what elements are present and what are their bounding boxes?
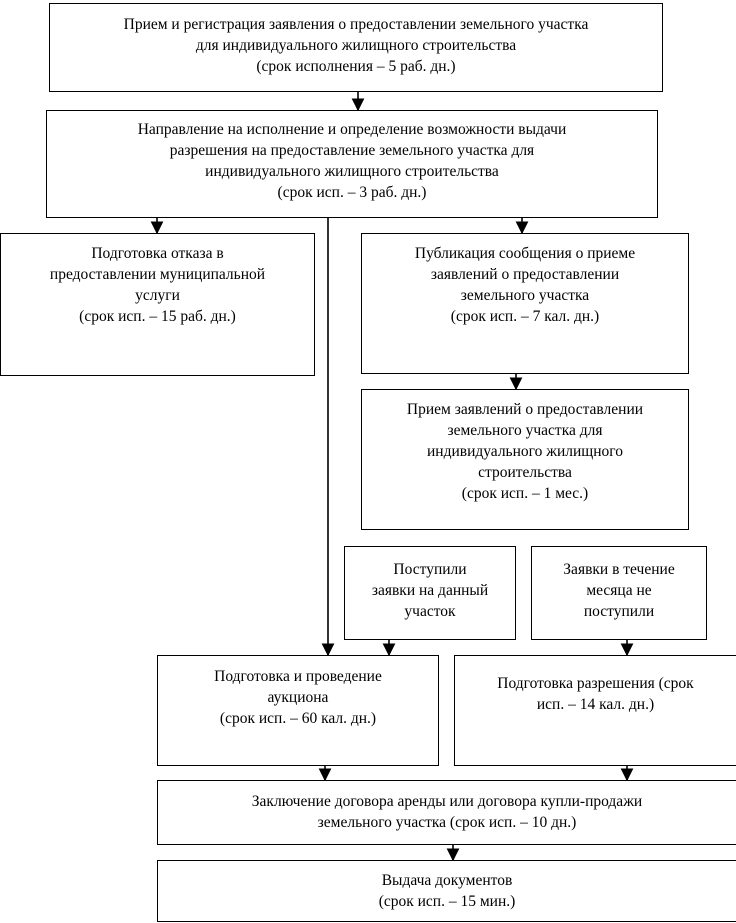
step-direction-line-3: индивидуального жилищного строительства bbox=[205, 163, 499, 180]
step-refusal-line-2: предоставлении муниципальной bbox=[49, 266, 266, 283]
branch-not-received-line-1: Заявки в течение bbox=[563, 561, 675, 578]
step-contract-line-2: земельного участка (срок исп. – 10 дн.) bbox=[317, 814, 577, 831]
step-issuance-line-1: Выдача документов bbox=[381, 872, 513, 889]
step-contract-line-1: Заключение договора аренды или договора … bbox=[251, 793, 643, 810]
step-permission-line-2: исп. – 14 кал. дн.) bbox=[536, 696, 655, 713]
step-refusal: Подготовка отказа в предоставлении муниц… bbox=[0, 233, 315, 376]
step-applications-line-4: строительства bbox=[478, 464, 572, 481]
step-reception-line-2: для индивидуального жилищного строительс… bbox=[195, 37, 517, 54]
step-applications-line-1: Прием заявлений о предоставлении bbox=[406, 401, 644, 418]
step-publication-line-4: (срок исп. – 7 кал. дн.) bbox=[450, 308, 600, 325]
step-issuance-line-2: (срок исп. – 15 мин.) bbox=[378, 893, 516, 910]
step-applications-line-3: индивидуального жилищного bbox=[426, 443, 623, 460]
step-reception-line-1: Прием и регистрация заявления о предоста… bbox=[123, 16, 589, 33]
step-contract: Заключение договора аренды или договора … bbox=[157, 780, 736, 845]
branch-not-received-line-3: поступили bbox=[583, 603, 655, 620]
step-reception: Прием и регистрация заявления о предоста… bbox=[49, 3, 663, 92]
step-permission-line-1: Подготовка разрешения (срок bbox=[497, 675, 694, 692]
branch-received: Поступили заявки на данный участок bbox=[344, 546, 516, 640]
step-permission: Подготовка разрешения (срок исп. – 14 ка… bbox=[454, 655, 736, 766]
step-refusal-line-3: услуги bbox=[135, 287, 180, 304]
step-applications-line-5: (срок исп. – 1 мес.) bbox=[461, 485, 589, 502]
branch-not-received: Заявки в течение месяца не поступили bbox=[531, 546, 707, 640]
step-publication-line-3: земельного участка bbox=[460, 287, 590, 304]
step-auction-line-2: аукциона bbox=[267, 689, 329, 706]
step-refusal-line-1: Подготовка отказа в bbox=[91, 245, 224, 262]
step-applications-line-2: земельного участка для bbox=[447, 422, 603, 439]
step-refusal-line-4: (срок исп. – 15 раб. дн.) bbox=[79, 308, 236, 325]
step-direction-line-1: Направление на исполнение и определение … bbox=[137, 121, 567, 138]
step-publication-line-2: заявлений о предоставлении bbox=[430, 266, 620, 283]
branch-received-line-2: заявки на данный bbox=[371, 582, 489, 599]
step-reception-line-3: (срок исполнения – 5 раб. дн.) bbox=[256, 58, 456, 75]
step-auction-line-1: Подготовка и проведение bbox=[214, 668, 382, 685]
step-publication: Публикация сообщения о приеме заявлений … bbox=[361, 233, 689, 374]
step-publication-line-1: Публикация сообщения о приеме bbox=[414, 245, 636, 262]
step-direction-line-2: разрешения на предоставление земельного … bbox=[169, 142, 535, 159]
branch-not-received-line-2: месяца не bbox=[586, 582, 652, 599]
step-direction-line-4: (срок исп. – 3 раб. дн.) bbox=[277, 184, 427, 201]
step-applications: Прием заявлений о предоставлении земельн… bbox=[361, 389, 689, 530]
branch-received-line-1: Поступили bbox=[393, 561, 467, 578]
step-direction: Направление на исполнение и определение … bbox=[46, 110, 658, 218]
step-auction: Подготовка и проведение аукциона (срок и… bbox=[157, 655, 439, 766]
step-issuance: Выдача документов (срок исп. – 15 мин.) bbox=[157, 860, 736, 922]
step-auction-line-3: (срок исп. – 60 кал. дн.) bbox=[219, 710, 377, 727]
branch-received-line-3: участок bbox=[404, 603, 456, 620]
